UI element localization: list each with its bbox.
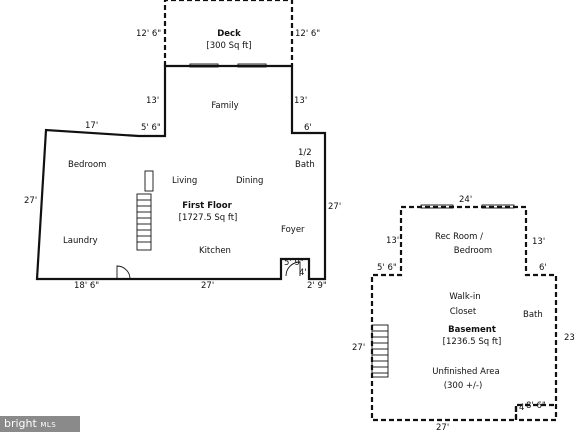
dim-family-left: 13' <box>146 96 159 106</box>
deck-right-dimension: 12' 6" <box>295 29 320 39</box>
first-floor-title: First Floor <box>182 201 232 211</box>
front-door-swing <box>285 261 301 277</box>
dim-right-side: 27' <box>328 202 341 212</box>
room-foyer: Foyer <box>281 225 305 235</box>
basement-window-left <box>420 204 454 209</box>
basement-dim-left-step: 5' 6" <box>377 263 397 273</box>
room-basement-bath: Bath <box>523 310 543 320</box>
room-walk-in: Walk-in <box>449 292 480 302</box>
deck-area: [300 Sq ft] <box>206 41 251 51</box>
basement-dim-right-step: 6' <box>539 263 547 273</box>
basement-area: [1236.5 Sq ft] <box>443 337 502 347</box>
dim-top-step: 5' 6" <box>141 123 161 133</box>
basement-title: Basement <box>448 325 496 335</box>
dim-foyer-small: 4' <box>299 268 307 278</box>
bright-mls-watermark: bright MLS <box>0 416 80 432</box>
basement-dim-right-side: 23 <box>564 333 575 343</box>
basement-corner-notch <box>514 403 556 420</box>
dim-right-step: 6' <box>304 123 312 133</box>
basement-stairs <box>371 324 389 378</box>
room-closet: Closet <box>450 307 477 317</box>
first-floor-plan: Deck [300 Sq ft] 12' 6" 12' 6" Family 13… <box>24 0 341 291</box>
first-floor-outline <box>35 64 327 281</box>
room-living: Living <box>172 176 197 186</box>
deck-label: Deck <box>217 29 241 39</box>
basement-dim-bottom: 27' <box>436 423 449 432</box>
room-rec-room: Rec Room / <box>435 232 483 242</box>
dim-bottom-right: 2' 9" <box>307 281 327 291</box>
dim-top-left: 17' <box>85 121 98 131</box>
basement-window-right <box>481 204 515 209</box>
dim-bottom-mid: 27' <box>201 281 214 291</box>
room-unfinished-area: (300 +/-) <box>444 381 483 391</box>
basement-dim-top: 24' <box>459 195 472 205</box>
basement-dim-corner-a: 4' <box>519 403 527 413</box>
deck-outline <box>163 0 294 66</box>
room-dining: Dining <box>236 176 263 186</box>
room-kitchen: Kitchen <box>199 246 231 256</box>
deck-left-dimension: 12' 6" <box>136 29 161 39</box>
first-floor-area: [1727.5 Sq ft] <box>179 213 238 223</box>
dim-bottom-left: 18' 6" <box>74 281 99 291</box>
room-half: 1/2 <box>298 148 312 158</box>
room-unfinished: Unfinished Area <box>432 367 499 377</box>
basement-dim-right-upper: 13' <box>532 237 545 247</box>
dim-foyer-step: 5' 9" <box>284 258 304 268</box>
room-laundry: Laundry <box>63 236 98 246</box>
room-bedroom: Bedroom <box>68 160 106 170</box>
room-rec-bedroom: Bedroom <box>454 246 492 256</box>
first-floor-stairs <box>136 193 152 251</box>
basement-dim-corner-b: 8' 6" <box>526 401 546 411</box>
room-family: Family <box>211 101 238 111</box>
dim-left-side: 27' <box>24 196 37 206</box>
watermark-suffix: MLS <box>40 421 57 429</box>
watermark-brand: bright <box>4 417 37 430</box>
dim-family-right: 13' <box>294 96 307 106</box>
rear-door-swing <box>116 265 131 280</box>
basement-plan: 24' 13' 13' Rec Room / Bedroom 5' 6" 6' … <box>352 195 575 432</box>
basement-dim-left-side: 27' <box>352 343 365 353</box>
basement-outline <box>370 205 558 422</box>
room-bath: Bath <box>295 160 315 170</box>
basement-dim-left-upper: 13' <box>386 236 399 246</box>
chimney-block <box>144 170 154 192</box>
